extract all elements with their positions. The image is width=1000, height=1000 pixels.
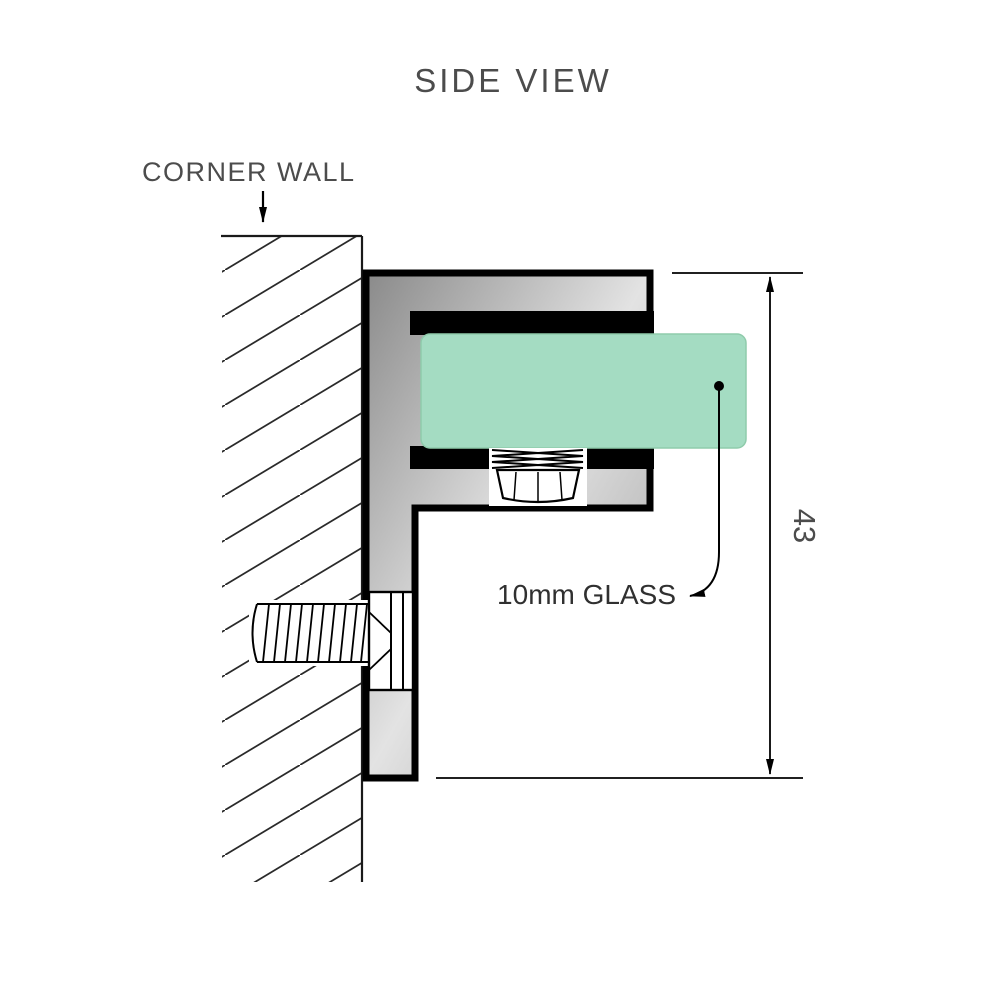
corner-wall-label: CORNER WALL xyxy=(142,157,356,187)
glass-leader-line xyxy=(689,386,720,597)
grommet-striations xyxy=(513,471,563,503)
screw-threads xyxy=(262,603,368,663)
glass-callout: 10mm GLASS xyxy=(497,381,724,610)
glass-label: 10mm GLASS xyxy=(497,579,676,610)
dim-value: 43 xyxy=(787,509,822,543)
height-dimension: 43 xyxy=(436,272,822,779)
page-title: SIDE VIEW xyxy=(414,62,612,99)
wall-hatching xyxy=(222,237,361,882)
corner-wall: CORNER WALL xyxy=(142,157,364,882)
glass-panel xyxy=(420,333,747,449)
gasket-top xyxy=(410,311,654,335)
mounting-screw xyxy=(249,590,415,692)
screw-tip xyxy=(251,603,258,663)
grommet-crimp-lines xyxy=(491,449,584,469)
seal-grommet xyxy=(489,448,587,506)
screw-countersink-lines xyxy=(368,611,392,671)
